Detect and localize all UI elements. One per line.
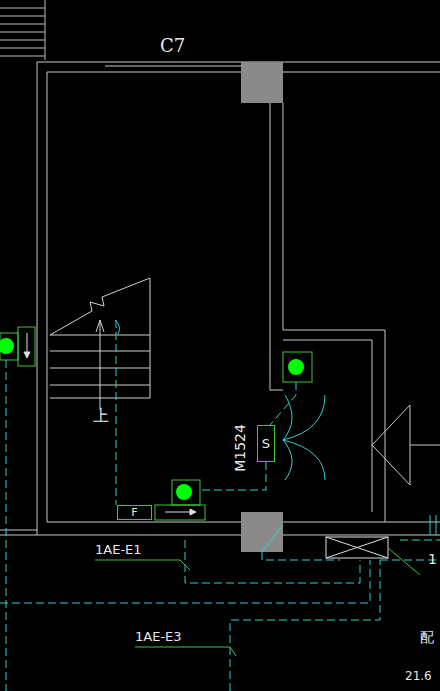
box-text: F bbox=[131, 507, 137, 518]
grid-label: C7 bbox=[160, 37, 185, 55]
box-text: S bbox=[262, 437, 270, 450]
stair-up-label: 上 bbox=[93, 408, 109, 424]
room-label: 配 bbox=[420, 630, 434, 644]
circuit-label: 1AE-E1 bbox=[95, 543, 142, 556]
door-code: M1524 bbox=[233, 424, 247, 472]
fan-box: F bbox=[117, 505, 152, 520]
callout-number: 1 bbox=[428, 552, 437, 566]
elevation-label: 21.6 bbox=[405, 670, 432, 682]
circuit-label: 1AE-E3 bbox=[135, 630, 182, 643]
switch-box: S bbox=[257, 425, 275, 462]
